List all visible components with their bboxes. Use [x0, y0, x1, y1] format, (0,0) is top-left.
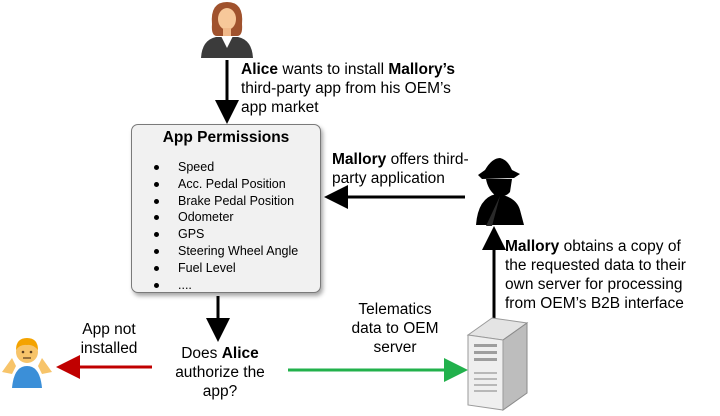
decision-line2: authorize the: [175, 364, 265, 381]
not-installed-text: App not installed: [68, 320, 150, 358]
alice-intent-line2: third-party app from his OEM’s: [241, 80, 451, 97]
mallory-obtains-line4: from OEM’s B2B interface: [505, 295, 684, 312]
decision-alice-name: Alice: [221, 345, 259, 362]
permission-item: Acc. Pedal Position: [152, 176, 298, 193]
alice-intent-line1: wants to install: [278, 61, 389, 78]
permission-item: GPS: [152, 226, 298, 243]
permission-item: Odometer: [152, 209, 298, 226]
decision-line3: app?: [202, 383, 238, 400]
telematics-line3: server: [373, 339, 417, 356]
decision-line1: Does: [181, 345, 222, 362]
mallory-offer-line1: offers third-: [386, 151, 469, 168]
server-tower-icon: [466, 317, 529, 411]
alice-intent-text: Alice wants to install Mallory’s third-p…: [241, 60, 455, 117]
mallory-obtains-line2: the requested data to their: [505, 257, 686, 274]
mallory-name: Mallory: [332, 151, 387, 168]
permission-item: Fuel Level: [152, 260, 298, 277]
permission-item: ....: [152, 277, 298, 294]
mallory-offer-line2: party application: [332, 170, 445, 187]
telematics-line1: Telematics: [358, 301, 432, 318]
app-permissions-title: App Permissions: [162, 129, 290, 146]
mallory-name-2: Mallory: [505, 238, 560, 255]
alice-name: Alice: [241, 61, 279, 78]
alice-intent-line3: app market: [241, 99, 319, 116]
mallory-name-possessive: Mallory’s: [388, 61, 455, 78]
not-installed-line1: App not: [82, 321, 136, 338]
mallory-obtains-text: Mallory obtains a copy of the requested …: [505, 237, 686, 313]
permission-item: Steering Wheel Angle: [152, 243, 298, 260]
mallory-obtains-line3: own server for processing: [505, 276, 683, 293]
decision-text: Does Alice authorize the app?: [160, 344, 280, 401]
mallory-obtains-line1: obtains a copy of: [559, 238, 681, 255]
telematics-text: Telematics data to OEM server: [340, 300, 450, 357]
permission-item: Speed: [152, 159, 298, 176]
person-shrugging-icon: [2, 338, 52, 388]
not-installed-line2: installed: [80, 340, 138, 357]
permission-item: Brake Pedal Position: [152, 193, 298, 210]
woman-avatar-icon: [201, 2, 253, 58]
spy-silhouette-icon: [476, 158, 524, 226]
mallory-offer-text: Mallory offers third- party application: [332, 150, 469, 188]
telematics-line2: data to OEM: [351, 320, 439, 337]
